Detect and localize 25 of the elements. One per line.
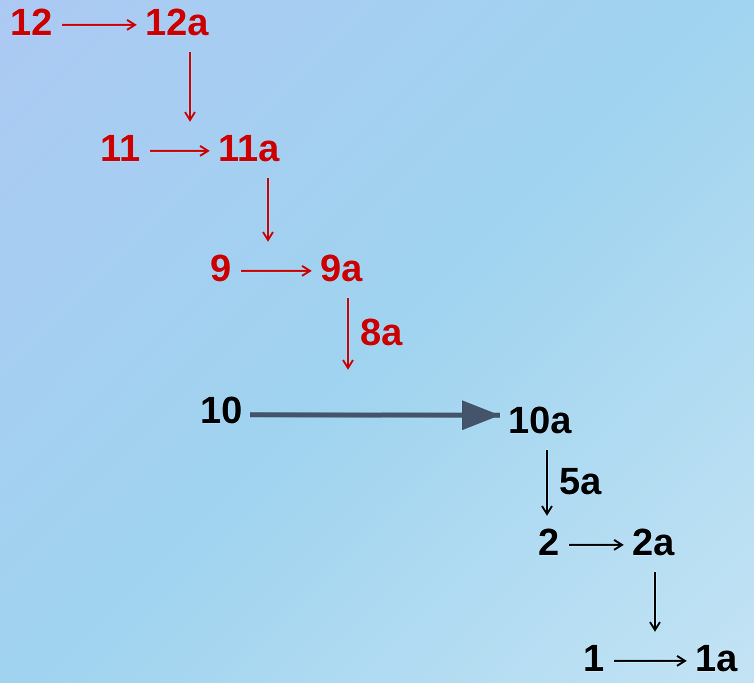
arrow [569, 538, 623, 551]
step-number: 12a [145, 4, 208, 42]
arrow [184, 52, 196, 121]
step-number: 11a [218, 130, 280, 168]
step-number: 10a [508, 402, 572, 440]
step-number: 2 [538, 524, 560, 562]
edge-label: 5a [559, 463, 602, 501]
step-number: 1a [695, 640, 738, 678]
arrow [150, 144, 209, 157]
arrow [262, 178, 274, 241]
arrow [250, 400, 500, 430]
arrow [62, 18, 136, 31]
arrow [649, 572, 661, 631]
edge-label: 8a [360, 314, 402, 352]
arrow [614, 654, 686, 667]
arrow [541, 450, 553, 515]
step-number: 12 [10, 4, 52, 42]
step-number: 1 [583, 640, 604, 678]
step-number: 9a [320, 250, 362, 288]
step-number: 2a [632, 524, 674, 562]
arrow [241, 264, 311, 277]
arrow [342, 298, 354, 369]
step-number: 9 [210, 250, 232, 288]
step-number: 11 [100, 130, 140, 168]
step-number: 10 [200, 392, 242, 430]
